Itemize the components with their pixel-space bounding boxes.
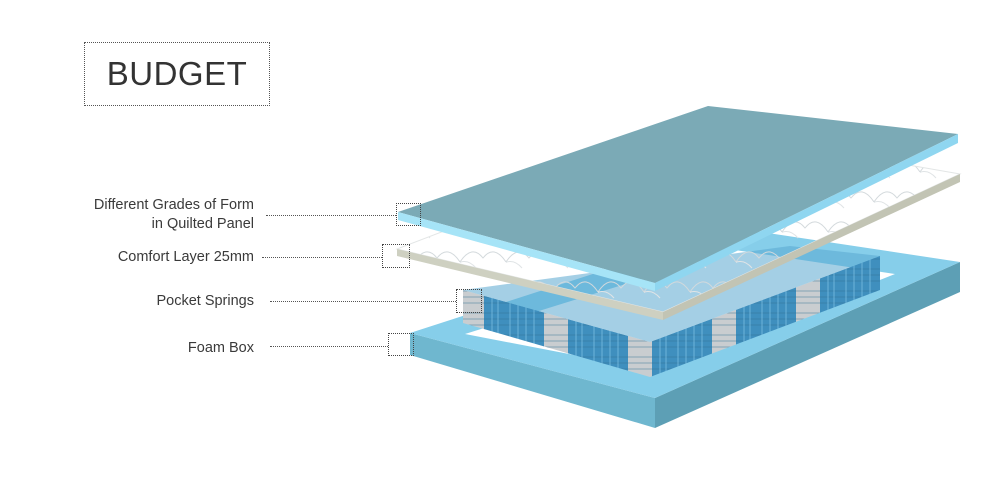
page-title: BUDGET <box>106 55 248 92</box>
marker-quilted-panel <box>396 203 421 226</box>
label-foam-box: Foam Box <box>188 339 254 358</box>
label-comfort-layer: Comfort Layer 25mm <box>118 248 254 267</box>
label-foam-box-line1: Foam Box <box>187 340 254 356</box>
leader-pocket-springs <box>270 301 456 302</box>
marker-foam-box <box>388 333 414 356</box>
marker-comfort-layer <box>382 244 410 268</box>
leader-comfort-layer <box>262 257 382 258</box>
marker-pocket-springs <box>456 289 482 313</box>
leader-quilted-panel <box>266 215 396 216</box>
title-box: BUDGET <box>84 42 270 106</box>
label-pocket-springs-line1: Pocket Springs <box>156 293 254 309</box>
label-comfort-layer-line1: Comfort Layer 25mm <box>117 249 254 265</box>
label-quilted-panel-line2: in Quilted Panel <box>151 216 254 232</box>
leader-foam-box <box>270 346 388 347</box>
label-quilted-panel-line1: Different Grades of Form <box>93 197 254 213</box>
label-quilted-panel: Different Grades of Form in Quilted Pane… <box>94 196 254 234</box>
label-pocket-springs: Pocket Springs <box>156 292 254 311</box>
quilted-panel-layer <box>398 106 958 291</box>
